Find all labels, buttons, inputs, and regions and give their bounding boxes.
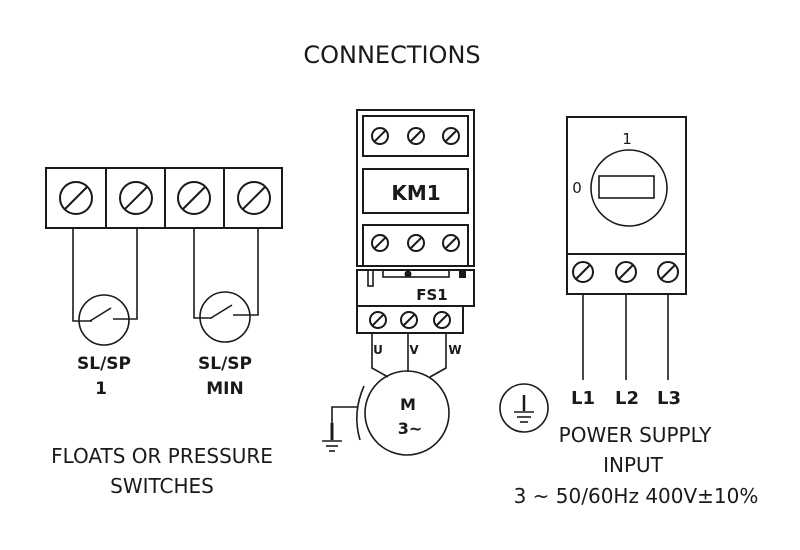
switch-circle-icon <box>78 294 130 346</box>
reset-tab-icon <box>367 269 374 287</box>
motor-label: M <box>400 395 416 414</box>
isolator-on-label: 1 <box>622 130 632 148</box>
line-l1-label: L1 <box>571 388 595 409</box>
phase-u-label: U <box>373 343 383 357</box>
switch-circle-icon <box>199 291 251 343</box>
indicator-icon <box>459 270 466 278</box>
line-l3-label: L3 <box>657 388 681 409</box>
switch-1-number: 1 <box>95 379 107 399</box>
switch-min: SL/SP MIN <box>193 228 259 399</box>
contactor-label-panel <box>362 168 469 214</box>
contactor-km1: KM1 <box>356 109 475 267</box>
switches-caption-line1: FLOATS OR PRESSURE <box>51 444 273 468</box>
phase-w-label: W <box>448 343 461 357</box>
rotary-knob-icon[interactable] <box>590 149 668 227</box>
motor: M 3~ <box>322 370 450 456</box>
knob-handle-icon <box>598 175 655 199</box>
setting-dial-icon <box>404 270 412 278</box>
isolator-terminals <box>566 253 687 295</box>
earth-icon <box>322 423 342 452</box>
switch-1-label: SL/SP <box>77 354 131 374</box>
switch-min-number: MIN <box>206 379 243 399</box>
power-caption-line2: INPUT <box>603 453 664 477</box>
switch-terminal-block <box>45 167 283 229</box>
power-caption-line1: POWER SUPPLY <box>559 423 712 447</box>
protective-earth-icon <box>499 383 549 433</box>
contactor-label: KM1 <box>391 181 440 205</box>
isolator-off-label: 0 <box>572 179 582 197</box>
diagram-title: CONNECTIONS <box>303 41 480 69</box>
switch-min-label: SL/SP <box>198 354 252 374</box>
switch-contact-icon <box>89 307 112 322</box>
line-l2-label: L2 <box>615 388 639 409</box>
isolator-switch: 1 0 L1 L2 L3 <box>566 116 687 409</box>
overload-relay-fs1: FS1 <box>356 269 475 334</box>
switch-1: SL/SP 1 <box>72 228 138 399</box>
motor-phase-label: 3~ <box>398 419 423 438</box>
contactor-bottom-terminals <box>362 224 469 267</box>
setting-slot-icon <box>382 269 450 278</box>
motor-frame-bracket <box>356 385 365 441</box>
motor-circle-icon <box>364 370 450 456</box>
switch-contact-icon <box>210 304 233 319</box>
switches-caption-line2: SWITCHES <box>110 474 214 498</box>
phase-v-label: V <box>409 343 419 357</box>
overload-label: FS1 <box>416 286 448 304</box>
motor-leads: U V W <box>371 333 462 378</box>
power-caption-line3: 3 ~ 50/60Hz 400V±10% <box>514 484 759 508</box>
